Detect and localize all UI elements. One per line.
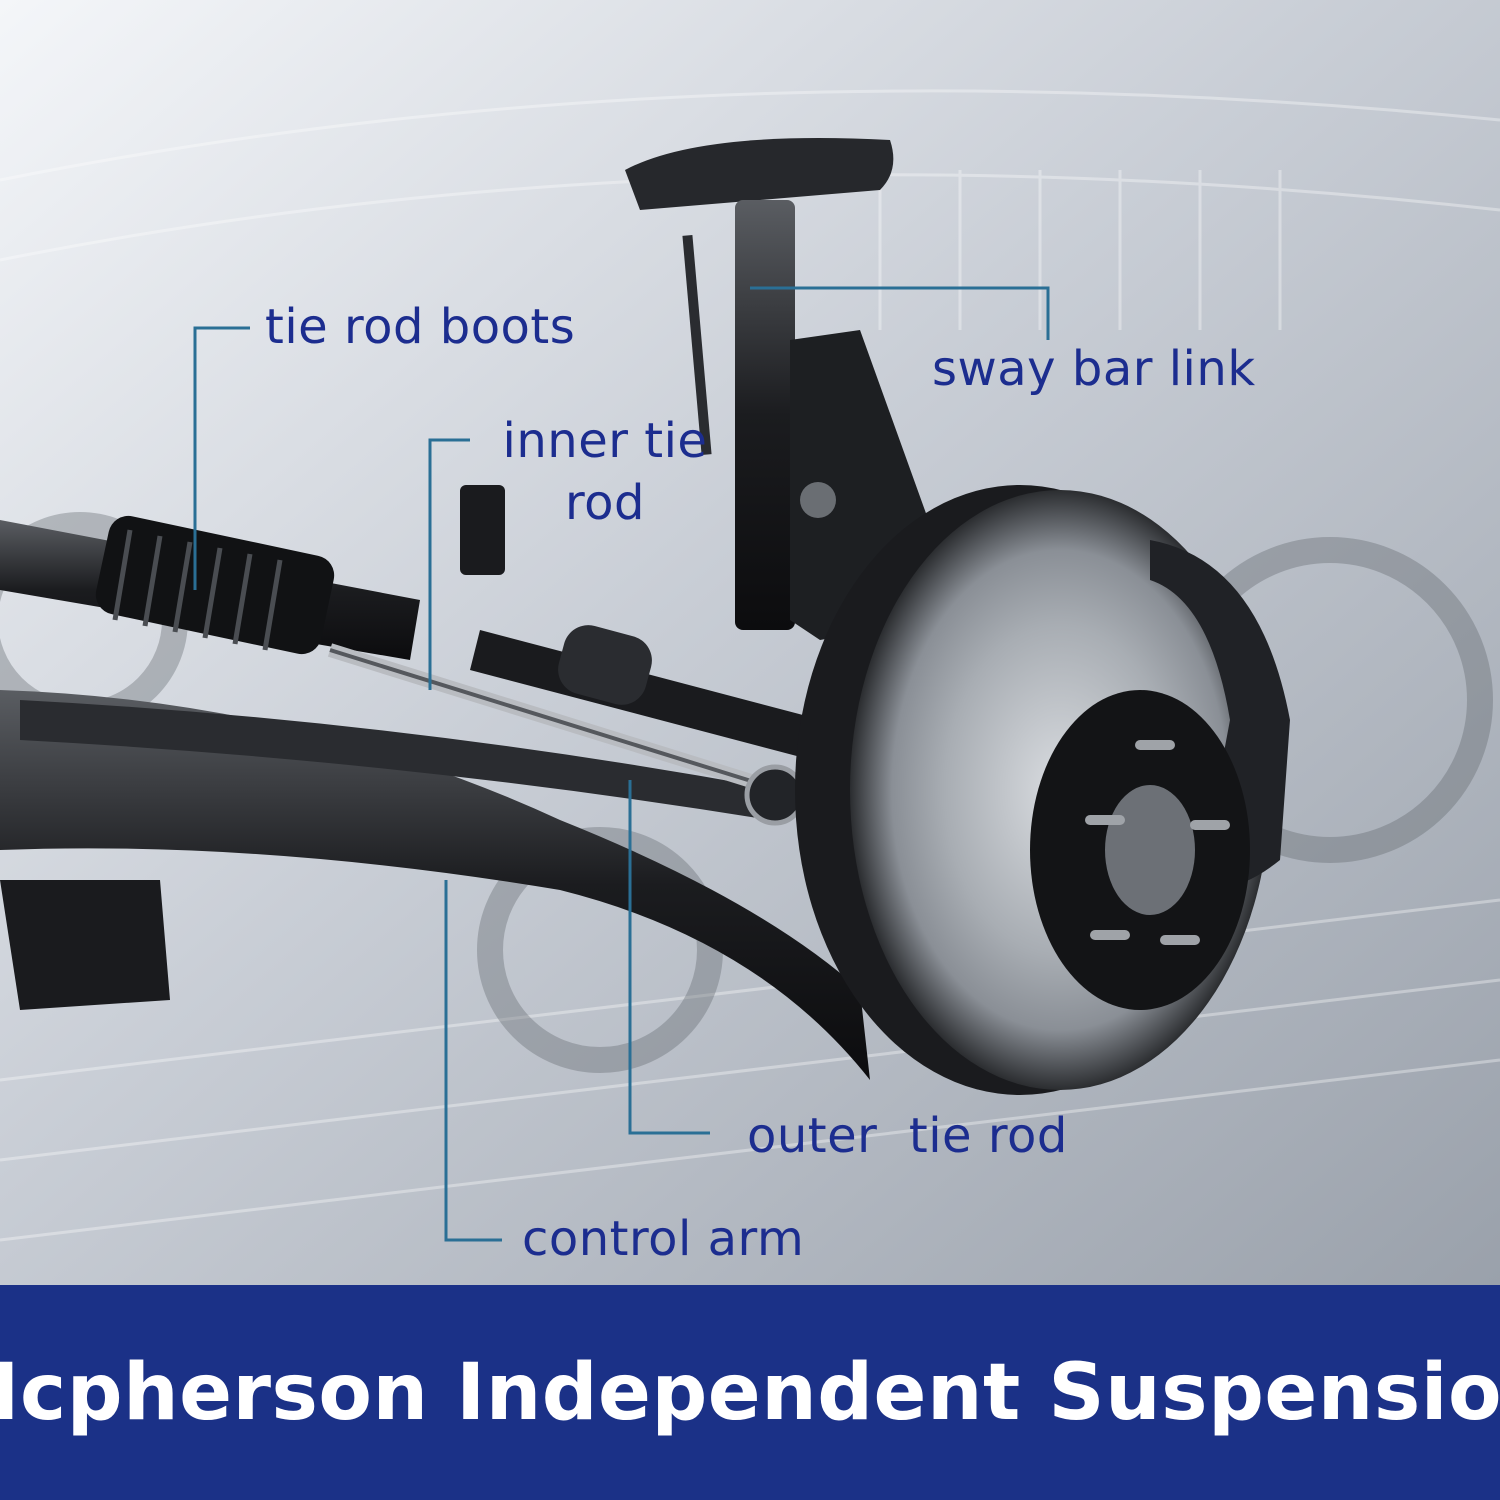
strut-top-mount bbox=[625, 138, 894, 210]
suspension-diagram: tie rod boots inner tie rod sway bar lin… bbox=[0, 0, 1500, 1285]
leader-sway-bar-link bbox=[750, 286, 1050, 340]
label-tie-rod-boots: tie rod boots bbox=[265, 299, 576, 355]
leader-lines bbox=[193, 286, 1050, 1242]
strut-body bbox=[735, 200, 795, 630]
brake-caliper bbox=[1150, 540, 1290, 887]
suspension-illustration bbox=[0, 0, 1500, 1285]
label-inner-tie-rod: inner tie rod bbox=[502, 413, 708, 531]
wheel-studs bbox=[1085, 740, 1230, 945]
tie-rod-highlight bbox=[329, 648, 781, 792]
leader-inner-tie-rod bbox=[428, 438, 470, 690]
label-control-arm: control arm bbox=[522, 1211, 805, 1267]
tie-rod-end bbox=[744, 764, 806, 826]
leader-outer-tie-rod bbox=[628, 780, 710, 1135]
banner-title: Mcpherson Independent Suspension bbox=[0, 1347, 1500, 1438]
cv-boot bbox=[558, 625, 652, 705]
leader-control-arm bbox=[444, 880, 502, 1242]
rack-mount bbox=[460, 485, 505, 575]
leader-tie-rod-boots bbox=[193, 326, 250, 590]
tie-rod-boot-ribs bbox=[112, 529, 283, 651]
title-banner: Mcpherson Independent Suspension bbox=[0, 1285, 1500, 1500]
subframe-mount bbox=[0, 880, 170, 1010]
hub-center bbox=[1105, 785, 1195, 915]
lower-arm bbox=[20, 700, 780, 820]
label-sway-bar-link: sway bar link bbox=[932, 341, 1256, 397]
label-outer-tie-rod: outer tie rod bbox=[747, 1108, 1068, 1164]
bolt bbox=[800, 482, 836, 518]
control-arm-shape bbox=[0, 690, 870, 1080]
sway-bar-link-shape bbox=[682, 234, 712, 456]
